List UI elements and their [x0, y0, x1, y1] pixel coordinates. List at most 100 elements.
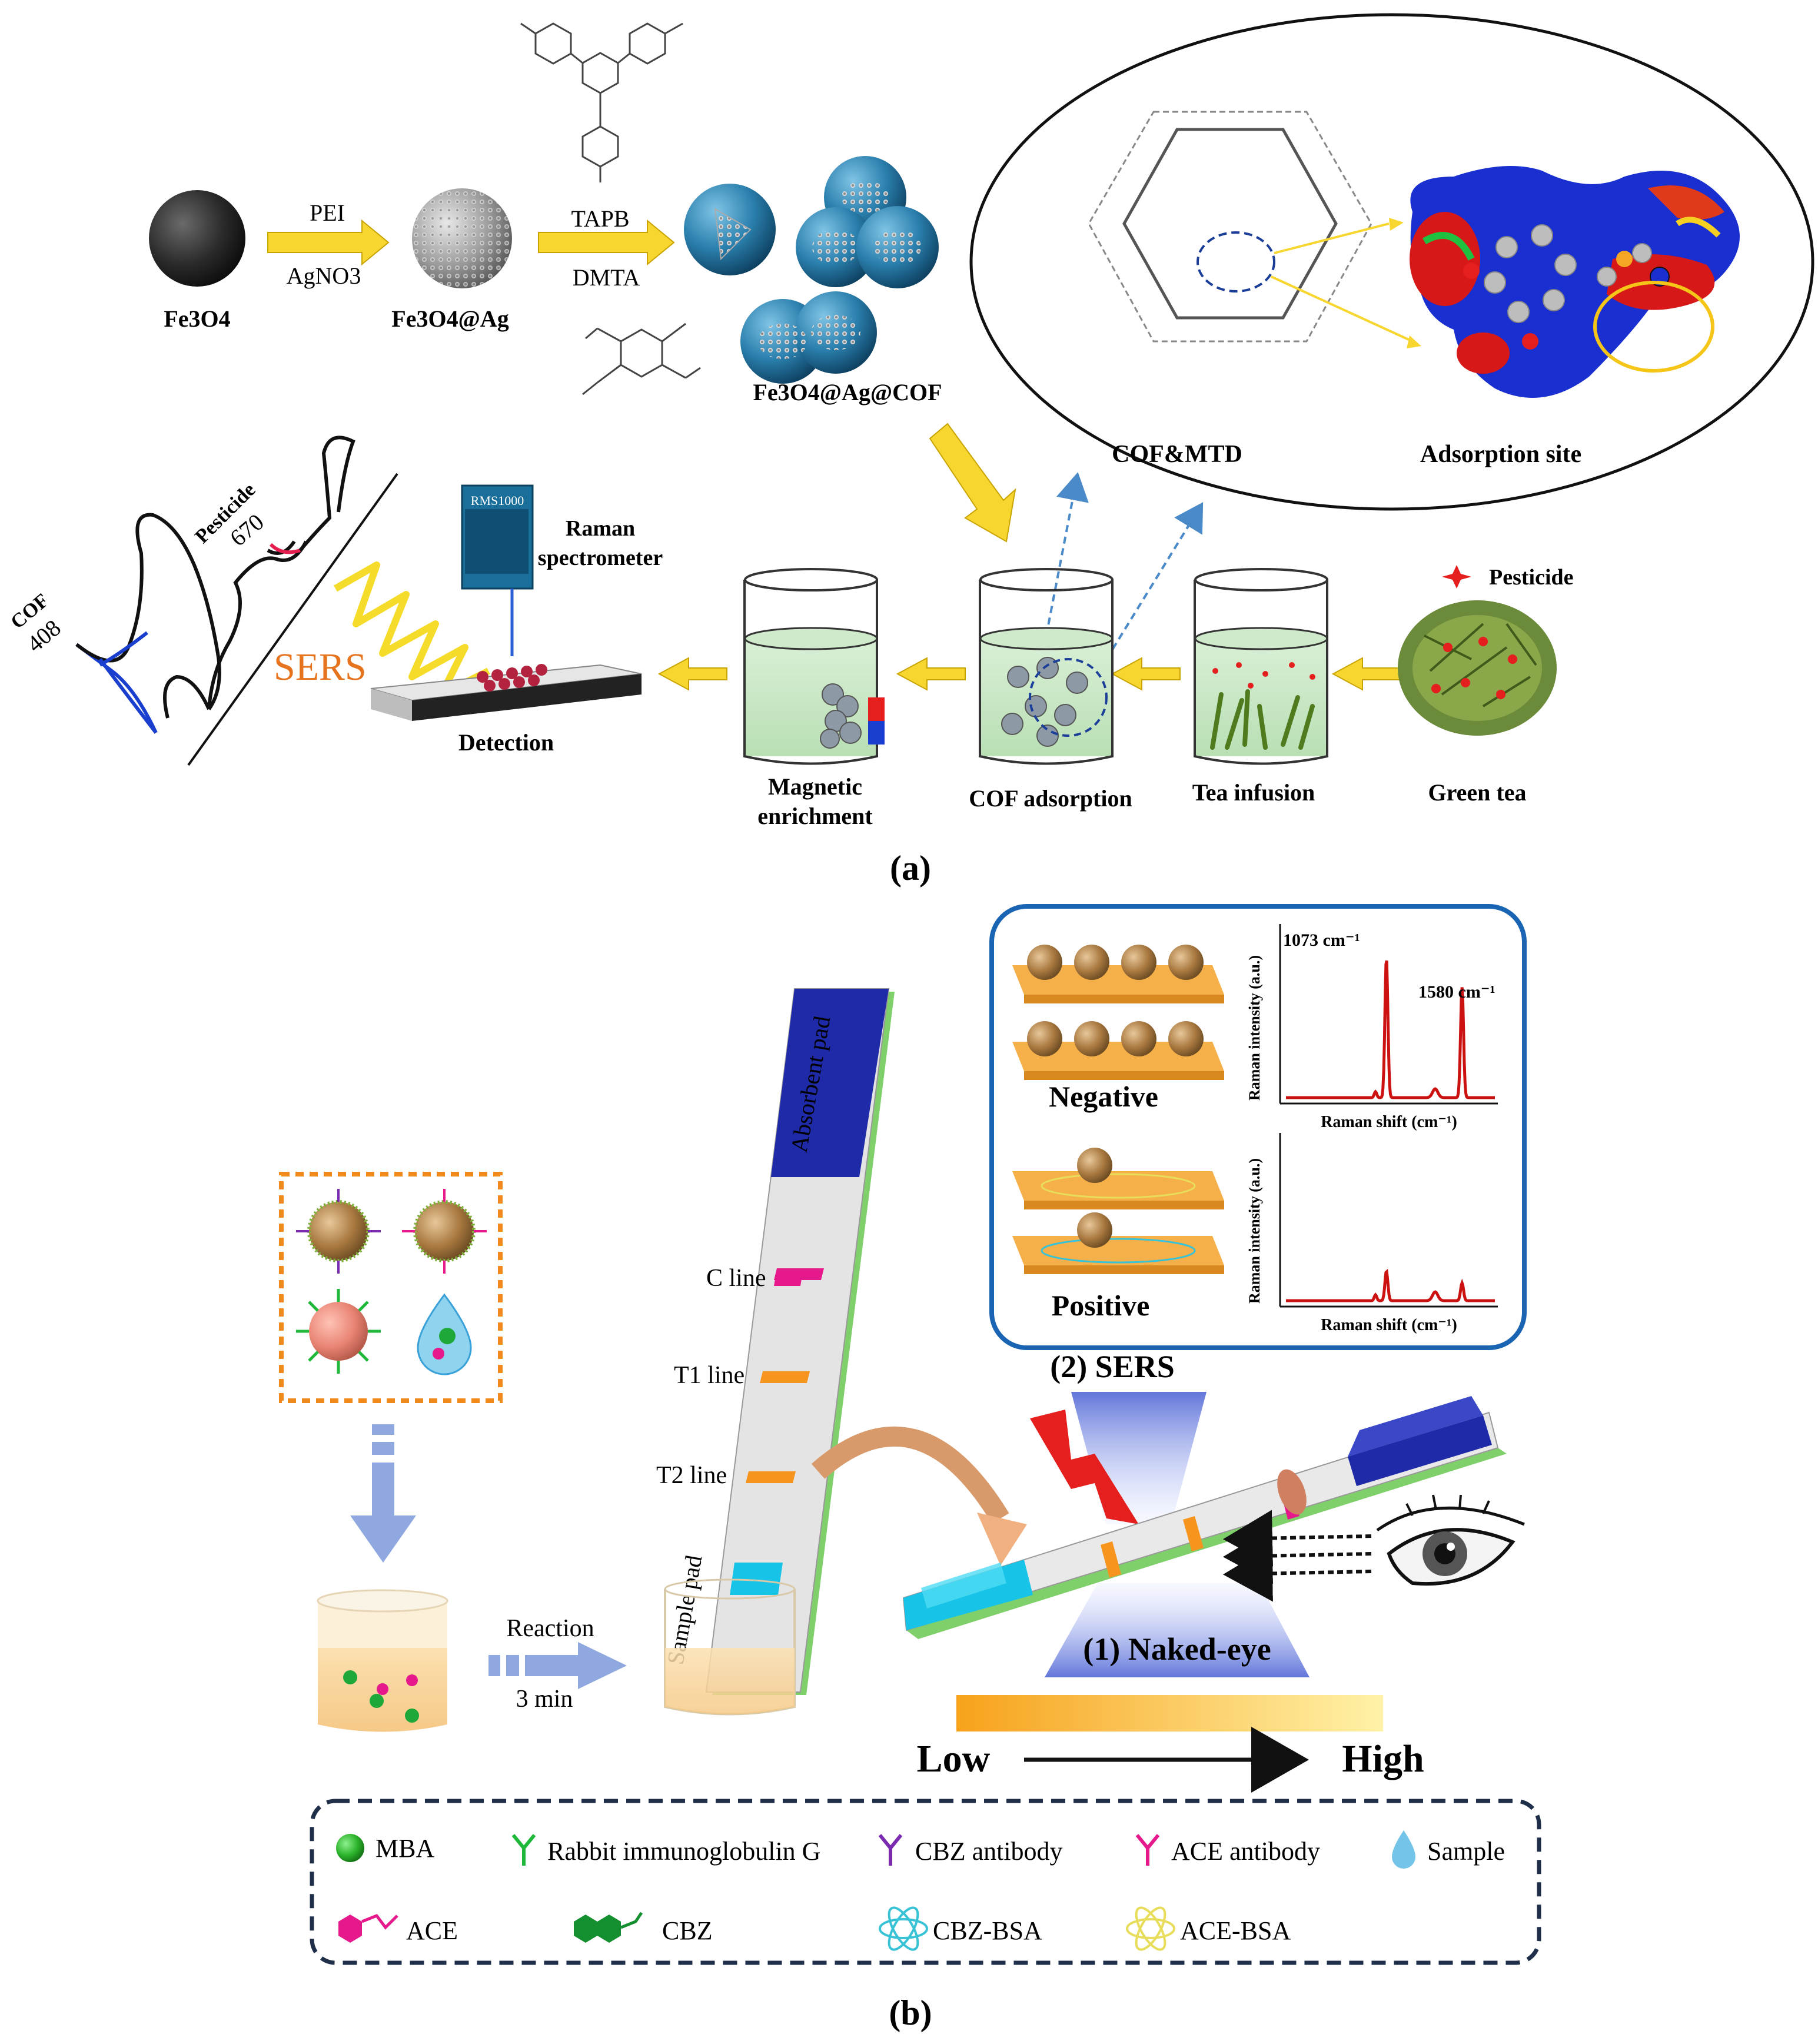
detection-label: Detection	[458, 729, 554, 756]
positive-spectrum-chart	[1279, 1133, 1498, 1308]
raman-spectrum	[75, 436, 398, 766]
dmta-molecule-icon	[582, 323, 701, 395]
laser-bolt-icon	[1030, 1410, 1139, 1524]
detection-slab	[370, 664, 642, 721]
positive-substrate	[1012, 1148, 1224, 1274]
sers-label: SERS	[274, 646, 367, 689]
eye-icon	[1376, 1494, 1525, 1586]
positive-ylabel: Raman intensity (a.u.)	[1246, 1158, 1263, 1304]
reagent-nanoprobes	[296, 1189, 487, 1375]
positive-xlabel: Raman shift (cm⁻¹)	[1321, 1316, 1457, 1334]
reaction-label: Reaction	[506, 1615, 594, 1642]
reaction-time: 3 min	[516, 1686, 573, 1713]
legend-item-mba: MBA	[375, 1834, 434, 1863]
legend: MBA Rabbit immunoglobulin G CBZ antibody…	[336, 1830, 1505, 1951]
green-tea-label: Green tea	[1428, 779, 1527, 806]
electrostatic-potential-map	[1410, 166, 1740, 398]
workflow-arrows	[657, 657, 1401, 691]
adsorption-highlight-circle	[1197, 231, 1275, 293]
raman-label-line1: Raman	[566, 516, 635, 541]
raman-spectrometer-icon: RMS1000	[461, 484, 534, 656]
cbz-bsa-icon	[879, 1906, 928, 1951]
step2-reagent-tapb: TAPB	[571, 205, 629, 232]
synthesis-arrow-1	[267, 219, 390, 266]
legend-item-rabbit-igg: Rabbit immunoglobulin G	[547, 1837, 820, 1866]
step1-reagent-pei: PEI	[310, 200, 345, 226]
fe3o4-ag-cof-particles	[684, 156, 939, 384]
magnetic-label-line1: Magnetic	[768, 773, 862, 800]
negative-label: Negative	[1049, 1080, 1158, 1113]
step1-reagent-agno3: AgNO3	[287, 262, 361, 289]
magenta-antibody-icon	[1135, 1834, 1160, 1866]
legend-item-cbz-bsa: CBZ-BSA	[933, 1916, 1042, 1945]
t1-line-label: T1 line	[674, 1362, 745, 1389]
tea-infusion-label: Tea infusion	[1192, 779, 1315, 806]
raman-label-line2: spectrometer	[538, 546, 663, 570]
beaker-magnetic	[743, 568, 885, 765]
scale-low-label: Low	[917, 1737, 991, 1780]
beaker-cof-adsorption	[979, 568, 1114, 765]
positive-label: Positive	[1052, 1289, 1150, 1322]
beaker-tea-infusion	[1194, 568, 1328, 765]
arrow-to-cof-beaker	[929, 423, 1016, 543]
reaction-arrow	[488, 1642, 627, 1689]
legend-item-ace-bsa: ACE-BSA	[1180, 1916, 1291, 1945]
reagent-box	[279, 1172, 503, 1403]
inset-ellipse	[969, 13, 1814, 511]
naked-eye-beam	[1045, 1583, 1310, 1677]
negative-spectrum-chart	[1279, 924, 1498, 1105]
c-line-label: C line	[706, 1265, 766, 1292]
legend-item-cbz-antibody: CBZ antibody	[915, 1837, 1063, 1866]
down-arrow	[350, 1424, 416, 1563]
panel-b-caption: (b)	[889, 1993, 932, 2032]
svg-text:RMS1000: RMS1000	[471, 493, 524, 508]
fe3o4-ag-label: Fe3O4@Ag	[391, 305, 508, 332]
cof-framework-ring	[1088, 111, 1372, 343]
strip-beaker	[664, 1578, 796, 1716]
positive-spectrum-line	[1286, 1268, 1495, 1302]
green-tea-pile	[1398, 600, 1557, 736]
tilted-test-strip	[902, 1396, 1507, 1639]
magnetic-label-line2: enrichment	[757, 803, 873, 829]
purple-antibody-icon	[878, 1834, 903, 1866]
pesticide-star-icon	[1442, 565, 1471, 589]
inset-right-label: Adsorption site	[1420, 441, 1581, 468]
tapb-molecule-icon	[520, 22, 683, 182]
fe3o4-label: Fe3O4	[164, 305, 230, 332]
inset-left-label: COF&MTD	[1112, 441, 1242, 468]
sight-arrows	[1223, 1510, 1372, 1602]
step2-reagent-dmta: DMTA	[573, 264, 640, 291]
panel-a-caption: (a)	[890, 849, 931, 888]
negative-substrate	[1012, 945, 1224, 1080]
laser-wave	[334, 561, 490, 698]
panel-a: Fe3O4 PEI AgNO3 Fe3O4@Ag TAPB DM	[6, 13, 1814, 888]
negative-spectrum-line	[1286, 960, 1495, 1099]
naked-eye-label: (1) Naked-eye	[1083, 1631, 1271, 1667]
cbz-molecule-icon	[574, 1912, 643, 1943]
synthesis-arrow-2	[538, 219, 675, 266]
negative-ylabel: Raman intensity (a.u.)	[1246, 955, 1263, 1101]
legend-item-ace: ACE	[406, 1916, 458, 1945]
legend-box	[310, 1799, 1541, 1965]
negative-peak1-label: 1073 cm⁻¹	[1283, 930, 1360, 950]
legend-item-ace-antibody: ACE antibody	[1171, 1837, 1320, 1866]
ace-molecule-icon	[338, 1913, 398, 1943]
negative-peak2-label: 1580 cm⁻¹	[1418, 982, 1495, 1002]
t2-line-label: T2 line	[656, 1462, 727, 1489]
negative-xlabel: Raman shift (cm⁻¹)	[1321, 1113, 1457, 1131]
pesticide-legend-label: Pesticide	[1489, 565, 1574, 590]
scale-high-label: High	[1342, 1737, 1424, 1780]
green-sphere-icon	[336, 1834, 364, 1862]
fe3o4-core-sphere	[149, 190, 245, 287]
transfer-arrow	[811, 1426, 1009, 1524]
reaction-beaker	[317, 1589, 448, 1732]
panel-b: Reaction 3 min Absorbent pad C line T1 l…	[279, 904, 1541, 2032]
fe3o4-ag-cof-label: Fe3O4@Ag@COF	[753, 379, 942, 406]
droplet-icon	[1392, 1830, 1415, 1869]
cof-adsorption-label: COF adsorption	[969, 785, 1132, 812]
legend-item-cbz: CBZ	[662, 1916, 713, 1945]
ace-bsa-icon	[1126, 1906, 1175, 1951]
sers-title: (2) SERS	[1050, 1349, 1175, 1384]
green-antibody-icon	[511, 1834, 536, 1866]
